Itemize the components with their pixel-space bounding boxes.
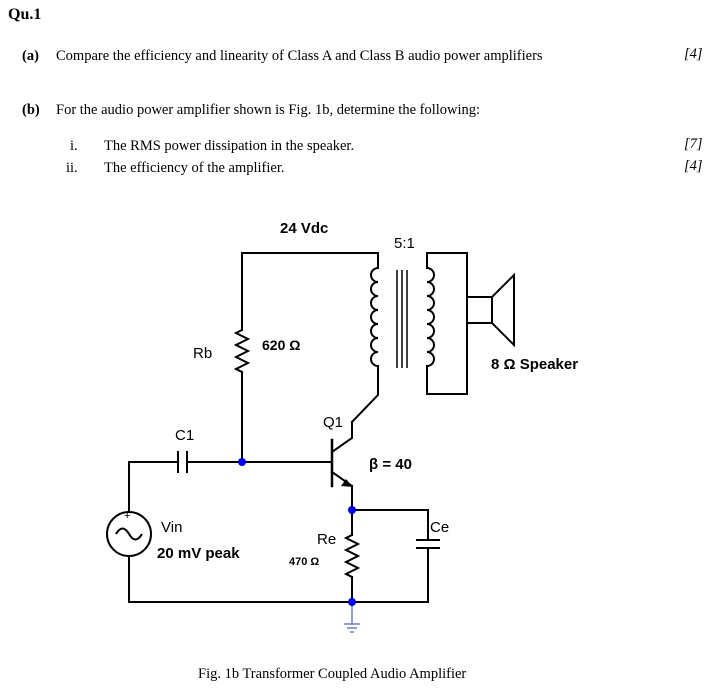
- question-title: Qu.1: [8, 6, 42, 23]
- primary-coil: [370, 266, 380, 368]
- supply-rail-wire: [241, 252, 379, 269]
- transformer-core: [396, 270, 408, 368]
- speaker-bottom-wire: [426, 322, 493, 395]
- item-ii-marks: [4]: [684, 158, 703, 174]
- rb-resistor: [233, 328, 251, 374]
- re-value: 470 Ω: [289, 556, 319, 568]
- beta-label: β = 40: [369, 456, 412, 473]
- ce-capacitor: [416, 539, 440, 549]
- ground-rail-wire: [128, 555, 429, 603]
- base-node-dot: [238, 458, 246, 466]
- part-a-text: Compare the efficiency and linearity of …: [56, 48, 543, 64]
- ground-icon: [344, 602, 360, 633]
- q1-label: Q1: [323, 414, 343, 431]
- c1-capacitor: [177, 451, 188, 473]
- item-i-marks: [7]: [684, 136, 703, 152]
- vin-value: 20 mV peak: [157, 545, 240, 562]
- rb-value: 620 Ω: [262, 337, 300, 353]
- speaker-label: 8 Ω Speaker: [491, 356, 578, 373]
- collector-wire: [350, 365, 379, 424]
- secondary-coil: [425, 266, 435, 368]
- part-b-label: (b): [22, 102, 40, 118]
- part-a-label: (a): [22, 48, 39, 64]
- speaker-cone: [490, 272, 515, 348]
- item-i-number: i.: [70, 138, 78, 154]
- c1-label: C1: [175, 427, 194, 444]
- ce-top-wire: [351, 509, 429, 531]
- item-ii-number: ii.: [66, 160, 78, 176]
- transistor-collector-leg: [330, 421, 353, 454]
- rb-label: Rb: [193, 345, 212, 362]
- figure-caption: Fig. 1b Transformer Coupled Audio Amplif…: [198, 666, 467, 682]
- ground-node-dot: [348, 598, 356, 606]
- item-i-text: The RMS power dissipation in the speaker…: [104, 138, 355, 154]
- speaker-body: [466, 296, 493, 324]
- vin-label: Vin: [161, 519, 182, 536]
- re-label: Re: [317, 531, 336, 548]
- item-ii-text: The efficiency of the amplifier.: [104, 160, 285, 176]
- part-a-marks: [4]: [684, 46, 703, 62]
- ac-source: [106, 511, 152, 557]
- emitter-node-dot: [348, 506, 356, 514]
- ce-label: Ce: [430, 519, 449, 536]
- sine-wave-icon: [115, 527, 143, 541]
- source-plus-sign: +: [124, 510, 130, 522]
- supply-label: 24 Vdc: [280, 220, 328, 237]
- speaker-top-wire: [426, 252, 493, 298]
- ratio-label: 5:1: [394, 235, 415, 252]
- part-b-text: For the audio power amplifier shown is F…: [56, 102, 481, 118]
- re-resistor: [343, 533, 361, 579]
- emitter-arrow: [341, 479, 353, 487]
